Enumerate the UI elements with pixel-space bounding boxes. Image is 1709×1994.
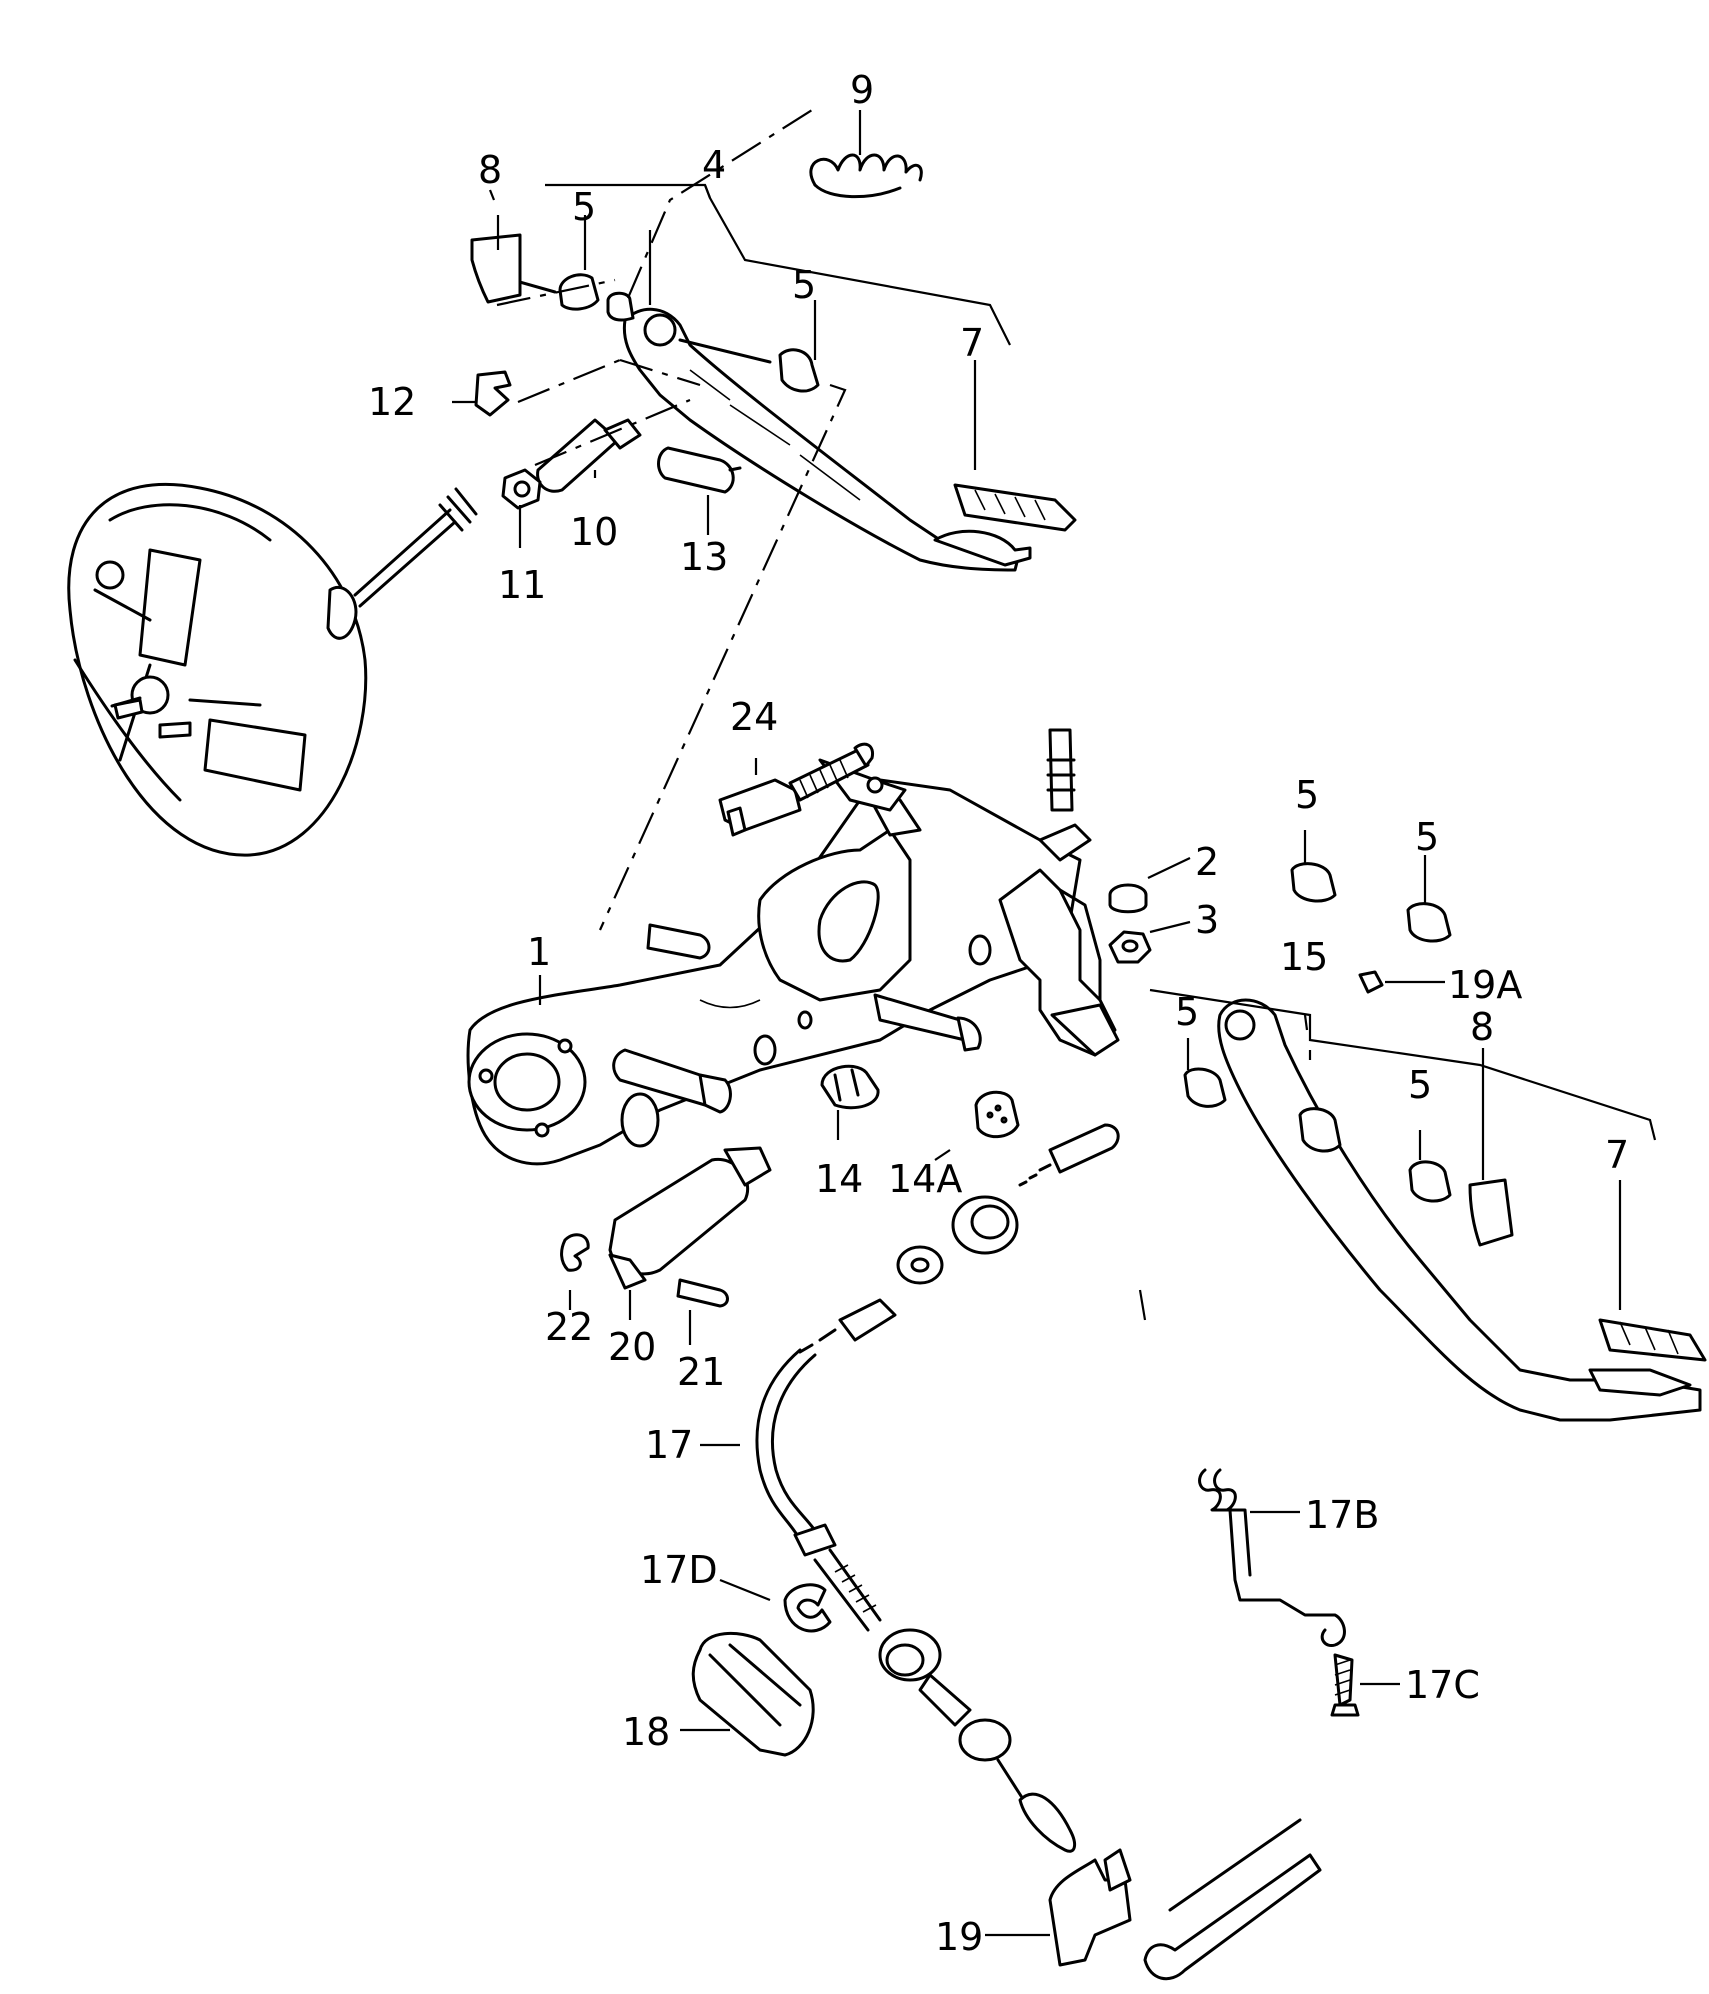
label-7: 7	[960, 321, 984, 365]
brake-pedal-upper	[470, 109, 1077, 931]
part-labels: 8 4 9 5 5 7 12 10 13 11 24 2 3 1 5 5 15 …	[368, 68, 1629, 1959]
label-20: 20	[608, 1325, 656, 1369]
label-5: 5	[1408, 1063, 1432, 1107]
label-18: 18	[622, 1710, 670, 1754]
label-9: 9	[850, 68, 874, 112]
label-12: 12	[368, 380, 416, 424]
pedal-stops	[820, 1064, 1020, 1139]
clutch-cable	[691, 1123, 1322, 1981]
label-15: 15	[1280, 935, 1328, 979]
label-1: 1	[527, 930, 551, 974]
label-2: 2	[1195, 840, 1219, 884]
label-21: 21	[677, 1350, 725, 1394]
cable-retainer	[1198, 1468, 1360, 1717]
label-4: 4	[702, 143, 726, 187]
label-5: 5	[1295, 773, 1319, 817]
clutch-pedal	[1183, 862, 1707, 1422]
label-8: 8	[1470, 1005, 1494, 1049]
label-17B: 17B	[1305, 1493, 1379, 1537]
label-17D: 17D	[640, 1548, 718, 1592]
label-24: 24	[730, 695, 778, 739]
clutch-cylinder	[560, 1146, 772, 1308]
label-5: 5	[1175, 990, 1199, 1034]
label-5: 5	[1415, 815, 1439, 859]
label-3: 3	[1195, 898, 1219, 942]
label-5: 5	[572, 185, 596, 229]
label-11: 11	[498, 563, 546, 607]
label-5: 5	[792, 263, 816, 307]
label-14: 14	[815, 1157, 863, 1201]
label-13: 13	[680, 535, 728, 579]
label-17: 17	[645, 1423, 693, 1467]
label-19: 19	[935, 1915, 983, 1959]
label-17C: 17C	[1405, 1663, 1480, 1707]
brake-light-switch	[718, 742, 875, 837]
label-22: 22	[545, 1305, 593, 1349]
label-10: 10	[570, 510, 618, 554]
pedal-bracket	[466, 728, 1120, 1166]
washer-and-nut	[1108, 883, 1152, 964]
label-7: 7	[1605, 1133, 1629, 1177]
label-19A: 19A	[1448, 963, 1522, 1007]
brake-booster	[67, 482, 478, 857]
label-8: 8	[478, 148, 502, 192]
label-14A: 14A	[888, 1157, 962, 1201]
leader-lines	[452, 110, 1657, 1937]
